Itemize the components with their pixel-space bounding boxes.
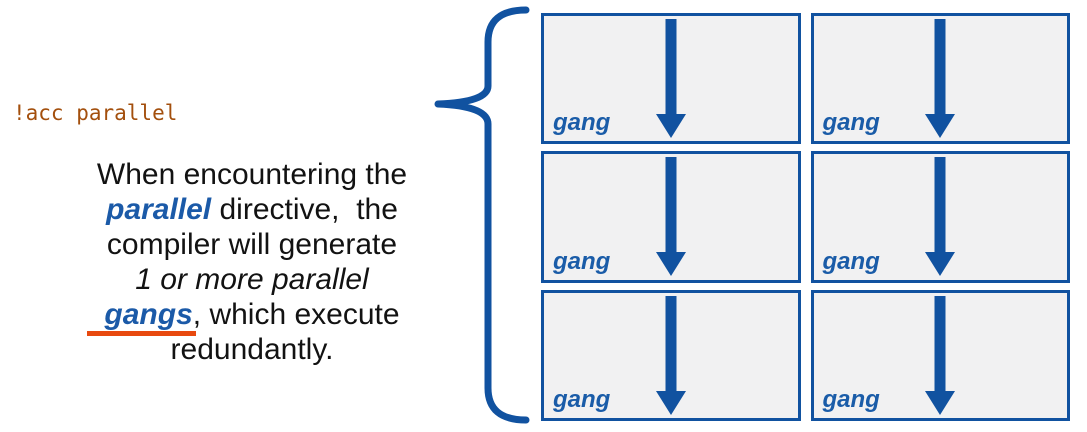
down-arrow-icon [925,19,956,138]
down-arrow-icon [655,295,686,415]
gang-label: gang [822,109,880,137]
gang-grid: gang gang gang gang gang [541,13,1070,421]
gang-box: gang [541,151,801,283]
plain-text: redundantly. [170,333,334,366]
gang-box: gang [541,13,801,145]
gang-label: gang [822,247,880,275]
plain-text: compiler will generate [106,228,398,261]
gang-label: gang [553,385,611,413]
description-line: compiler will generate [36,227,468,262]
down-arrow-icon [655,157,686,277]
gang-box: gang [810,151,1070,283]
down-arrow-icon [925,157,956,277]
down-arrow-icon [655,19,686,138]
gang-box: gang [810,13,1070,145]
down-arrow-icon [925,295,956,415]
description-line: When encountering the [36,157,468,192]
keyword-parallel: parallel [106,193,212,226]
plain-text: , which execute [192,298,400,331]
gang-label: gang [553,247,611,275]
curly-brace-icon [434,6,530,424]
gang-label: gang [553,109,611,137]
gang-box: gang [810,289,1070,421]
description-text: When encountering the parallel directive… [36,157,468,367]
gang-box: gang [541,289,801,421]
plain-text: directive, the [211,193,398,226]
description-line: gangs, which execute [36,297,468,336]
gang-label: gang [822,385,880,413]
emphasized-text: 1 or more parallel [135,263,369,296]
description-line: redundantly. [36,332,468,367]
description-line: parallel directive, the [36,192,468,227]
keyword-gangs: gangs [87,298,197,336]
description-line: 1 or more parallel [36,262,468,297]
plain-text: When encountering the [96,158,408,191]
code-directive: !acc parallel [13,101,178,125]
